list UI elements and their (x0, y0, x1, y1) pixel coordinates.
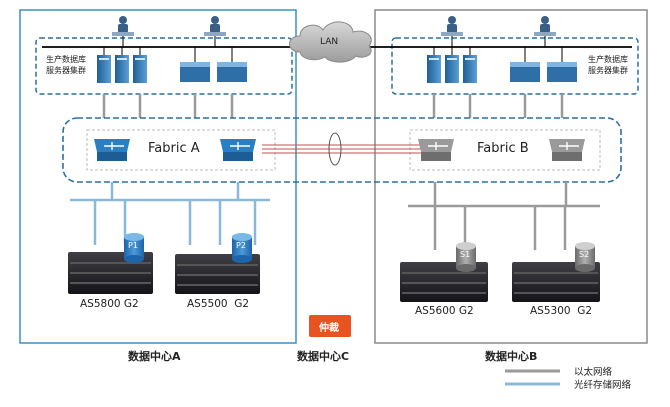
inter-site-links (262, 144, 425, 154)
workstation-icon (204, 16, 226, 36)
switch-icon (549, 139, 585, 161)
server-cluster-b-line1: 生产数据库 (588, 55, 628, 64)
link-bundle-marker (328, 132, 342, 166)
switch-icon (94, 139, 130, 161)
volume-s1-label: S1 (460, 250, 471, 259)
volume-p1-icon (124, 233, 144, 263)
volume-p1-label: P1 (128, 241, 138, 250)
server-tower-icon (427, 47, 441, 83)
datacenter-c-label: 数据中心C (297, 350, 350, 363)
fabric-zone-box (62, 117, 622, 183)
datacenter-a-frame (19, 9, 297, 344)
storage-p1-model: AS5800 G2 (80, 298, 139, 310)
fabric-a-box (86, 129, 276, 171)
server-rack-icon (180, 47, 210, 82)
storage-array-s2 (512, 262, 600, 302)
lan-cloud-icon (289, 21, 372, 63)
datacenter-b-label: 数据中心B (485, 350, 538, 363)
volume-s2-label: S2 (579, 250, 590, 259)
server-cluster-b-box (391, 37, 639, 95)
workstation-icon (441, 16, 463, 36)
server-tower-icon (463, 47, 477, 83)
server-cluster-a-label: 生产数据库 服务器集群 (46, 54, 86, 76)
switch-icon (418, 139, 454, 161)
arbitration-label: 仲裁 (319, 323, 339, 334)
server-cluster-a-box (35, 37, 293, 95)
server-tower-icon (445, 47, 459, 83)
ethernet-links-a (102, 94, 234, 118)
volume-s1-icon (456, 242, 476, 272)
storage-s1-model: AS5600 G2 (415, 305, 474, 317)
switch-icon (220, 139, 256, 161)
fiber-links-a (70, 182, 270, 245)
storage-array-p2 (175, 254, 260, 294)
server-rack-icon (510, 47, 540, 82)
workstation-icon (112, 16, 134, 36)
volume-p2-label: P2 (236, 241, 246, 250)
storage-p2-model: AS5500 G2 (187, 298, 250, 310)
volume-s2-icon (575, 242, 595, 272)
lan-label: LAN (320, 37, 339, 47)
legend-ethernet-label: 以太网络 (574, 367, 613, 378)
workstation-icon (534, 16, 556, 36)
storage-s2-model: AS5300 G2 (530, 305, 593, 317)
server-cluster-a-line2: 服务器集群 (46, 66, 86, 75)
ethernet-links-b (432, 94, 564, 118)
fabric-a-label: Fabric A (148, 141, 200, 156)
datacenter-b-frame (374, 9, 648, 344)
server-rack-icon (547, 47, 577, 82)
server-cluster-b-line2: 服务器集群 (588, 66, 628, 75)
server-rack-icon (217, 47, 247, 82)
server-cluster-b-label: 生产数据库 服务器集群 (588, 54, 628, 76)
fabric-b-label: Fabric B (477, 141, 529, 156)
datacenter-a-label: 数据中心A (128, 350, 181, 363)
server-tower-icon (133, 47, 147, 83)
server-tower-icon (115, 47, 129, 83)
server-tower-icon (97, 47, 111, 83)
server-cluster-a-line1: 生产数据库 (46, 55, 86, 64)
fiber-links-b (408, 182, 600, 250)
fabric-b-box (409, 129, 601, 171)
arbitration-box (309, 315, 351, 337)
legend-fiber-label: 光纤存储网络 (574, 380, 632, 391)
volume-p2-icon (232, 233, 252, 263)
